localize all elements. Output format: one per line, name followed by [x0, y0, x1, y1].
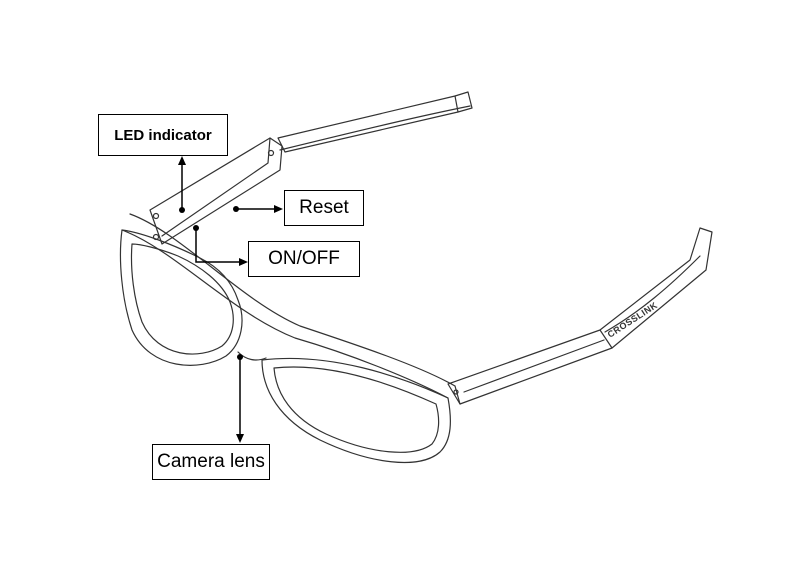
near-temple-arm	[448, 228, 712, 404]
onoff-callout-line	[196, 228, 245, 262]
callout-lines	[182, 160, 280, 440]
callout-dots	[179, 206, 243, 360]
frame-top	[130, 214, 455, 386]
led-indicator-label: LED indicator	[98, 114, 228, 156]
callout-arrowheads	[178, 156, 283, 443]
reset-label: Reset	[284, 190, 364, 226]
right-lens	[262, 358, 450, 462]
on-off-label: ON/OFF	[248, 241, 360, 277]
camera-lens-label: Camera lens	[152, 444, 270, 480]
